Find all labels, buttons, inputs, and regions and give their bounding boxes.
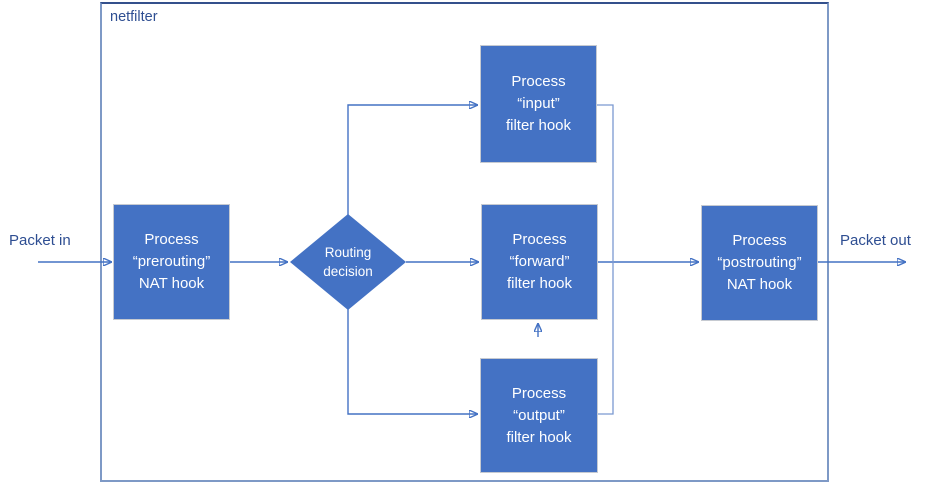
node-line: filter hook xyxy=(505,117,572,134)
packet-in-label: Packet in xyxy=(9,232,71,249)
prerouting-nat-hook-box: Process “prerouting” NAT hook xyxy=(113,204,230,320)
node-line: Process xyxy=(512,231,567,248)
forward-filter-hook-box: Process “forward” filter hook xyxy=(481,204,598,320)
node-line: Routing xyxy=(324,245,372,260)
routing-to-input-arrow xyxy=(347,105,478,216)
node-line: “forward” xyxy=(509,253,570,270)
postrouting-nat-hook-box: Process “postrouting” NAT hook xyxy=(701,205,818,321)
input-filter-hook-box: Process “input” filter hook xyxy=(480,45,597,163)
netfilter-label: netfilter xyxy=(110,9,158,25)
node-line: NAT hook xyxy=(726,276,793,293)
node-line: Process xyxy=(511,73,566,90)
node-line: Process xyxy=(144,231,199,248)
node-line: “postrouting” xyxy=(717,254,802,271)
node-line: decision xyxy=(323,264,373,279)
routing-to-output-arrow xyxy=(347,308,478,414)
node-line: filter hook xyxy=(506,275,573,292)
output-filter-hook-box: Process “output” filter hook xyxy=(480,358,598,473)
node-line: “input” xyxy=(517,95,560,112)
netfilter-container-frame xyxy=(100,2,829,482)
node-line: Process xyxy=(732,232,787,249)
node-line: “output” xyxy=(513,406,565,424)
input-to-output-connector xyxy=(597,104,614,415)
node-line: Process xyxy=(511,384,567,402)
packet-out-label: Packet out xyxy=(840,232,911,249)
node-line: filter hook xyxy=(506,428,572,446)
node-line: “prerouting” xyxy=(132,253,211,270)
node-line: NAT hook xyxy=(138,275,205,292)
